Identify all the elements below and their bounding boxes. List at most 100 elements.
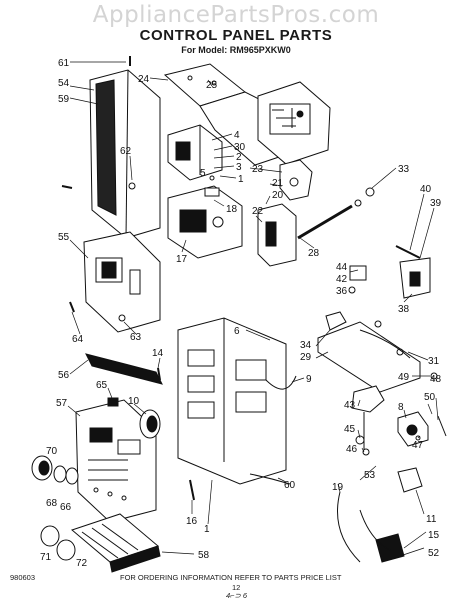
callout-label-49: 49 <box>398 372 410 383</box>
callout-label-70: 70 <box>46 446 58 457</box>
callout-label-58: 58 <box>198 550 210 561</box>
part-fan-block <box>397 411 429 447</box>
part-strip <box>85 353 163 385</box>
callout-label-45: 45 <box>344 424 356 435</box>
callout-label-56: 56 <box>58 370 70 381</box>
callout-label-50: 50 <box>424 392 436 403</box>
part-clip <box>348 265 367 294</box>
part-relay <box>279 159 313 201</box>
callout-label-57: 57 <box>56 398 68 409</box>
callout-label-3: 3 <box>236 162 242 173</box>
part-display-panel <box>83 231 161 333</box>
part-small-65 <box>107 397 119 407</box>
callout-label-47: 47 <box>412 440 424 451</box>
callout-label-30: 30 <box>234 142 246 153</box>
callout-label-21: 21 <box>272 178 284 189</box>
callout-label-39: 39 <box>430 198 442 209</box>
callout-label-6: 6 <box>234 326 240 337</box>
callout-label-54: 54 <box>58 78 70 89</box>
callout-label-53: 53 <box>364 470 376 481</box>
part-face-panel <box>75 399 157 523</box>
part-control-housing <box>177 317 297 485</box>
part-circuit-board <box>257 81 331 165</box>
callout-label-33: 33 <box>398 164 410 175</box>
callout-label-48: 48 <box>430 374 442 385</box>
callout-label-66: 66 <box>60 502 72 513</box>
watermark: AppliancePartsPros.com <box>92 2 380 28</box>
callout-label-4: 4 <box>234 130 240 141</box>
part-transformer <box>337 467 423 563</box>
callout-label-64: 64 <box>72 334 84 345</box>
part-knob-set <box>31 455 79 485</box>
callout-label-40: 40 <box>420 184 432 195</box>
callout-label-68: 68 <box>46 498 58 509</box>
callout-label-38: 38 <box>398 304 410 315</box>
callout-label-25: 25 <box>206 80 218 91</box>
callout-label-44: 44 <box>336 262 348 273</box>
part-connector <box>325 311 347 331</box>
callout-label-23: 23 <box>252 164 264 175</box>
diagram-title: CONTROL PANEL PARTS <box>139 27 333 44</box>
part-shelf-bracket <box>317 320 421 393</box>
callout-label-29: 29 <box>300 352 312 363</box>
part-rod <box>297 187 375 240</box>
callout-label-2: 2 <box>236 152 242 163</box>
footer-code: 980603 <box>10 573 36 582</box>
callout-label-15: 15 <box>428 530 440 541</box>
callout-label-24: 24 <box>138 74 150 85</box>
callout-label-8: 8 <box>398 402 404 413</box>
callout-label-43: 43 <box>344 400 356 411</box>
footer-page-number: 12 <box>232 583 241 592</box>
callout-label-18: 18 <box>226 204 238 215</box>
callout-label-5: 5 <box>200 168 206 179</box>
leader-lines <box>67 61 439 557</box>
part-motor <box>351 385 385 456</box>
part-small-bracket <box>257 203 297 267</box>
part-drawings <box>31 56 447 573</box>
callout-label-72: 72 <box>76 558 88 569</box>
callout-label-65: 65 <box>96 380 108 391</box>
callout-label-71: 71 <box>40 552 52 563</box>
callout-label-28: 28 <box>308 248 320 259</box>
callout-label-61: 61 <box>58 58 70 69</box>
callout-label-22: 22 <box>252 206 264 217</box>
part-screws-left <box>61 56 215 381</box>
callout-label-31: 31 <box>428 356 440 367</box>
callout-label-17: 17 <box>176 254 188 265</box>
part-screw-16 <box>189 479 195 501</box>
callout-label-20: 20 <box>272 190 284 201</box>
footer-instructions: FOR ORDERING INFORMATION REFER TO PARTS … <box>120 573 342 582</box>
callout-label-11: 11 <box>426 514 437 525</box>
part-screws-right <box>415 372 447 441</box>
footer-handwritten-note: 4⌐⊃ 6 <box>226 591 248 600</box>
part-switch-assembly <box>167 124 223 181</box>
callout-label-36: 36 <box>336 286 348 297</box>
callout-label-1: 1 <box>238 174 244 185</box>
callout-label-55: 55 <box>58 232 70 243</box>
callout-label-10: 10 <box>128 396 140 407</box>
part-right-hardware <box>395 245 431 299</box>
callout-label-62: 62 <box>120 146 132 157</box>
callout-label-14: 14 <box>152 348 164 359</box>
callout-label-16: 16 <box>186 516 198 527</box>
model-line: For Model: RM965PXKW0 <box>181 45 291 55</box>
callout-label-19: 19 <box>332 482 344 493</box>
callout-label-42: 42 <box>336 274 348 285</box>
part-wire-60 <box>249 473 291 485</box>
part-base-trim <box>70 513 161 573</box>
callout-label-59: 59 <box>58 94 70 105</box>
callout-labels: 61 24 25 54 59 4 30 2 3 62 5 1 23 21 20 … <box>40 58 442 569</box>
callout-label-34: 34 <box>300 340 312 351</box>
callout-label-60: 60 <box>284 480 296 491</box>
part-control-module <box>167 185 243 259</box>
callout-label-46: 46 <box>346 444 358 455</box>
part-side-trim <box>89 69 161 239</box>
callout-label-9: 9 <box>306 374 312 385</box>
callout-label-52: 52 <box>428 548 440 559</box>
part-knob-10 <box>139 409 161 439</box>
callout-label-1: 1 <box>204 524 210 535</box>
callout-label-63: 63 <box>130 332 142 343</box>
part-knobs-lower <box>40 525 76 561</box>
